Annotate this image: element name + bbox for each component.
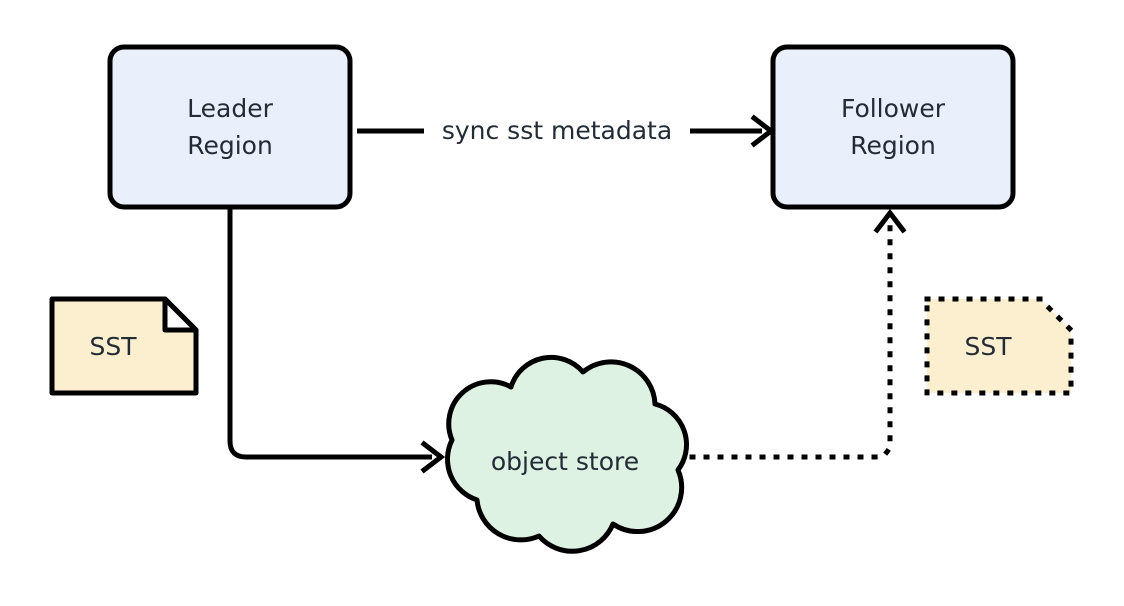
edge-sync-metadata: sync sst metadata <box>357 114 776 148</box>
sst-leader-note-body[interactable] <box>49 296 199 396</box>
edge-fetch-from-store-arrowhead <box>873 208 907 234</box>
follower-region-label-line2: Region <box>850 131 936 160</box>
node-object-store[interactable]: object store <box>445 354 689 554</box>
edge-upload-to-store-arrowhead <box>420 440 446 474</box>
follower-region-box[interactable] <box>770 44 1016 210</box>
edge-fetch-from-store <box>689 208 907 460</box>
node-sst-follower[interactable]: SST <box>924 296 1074 396</box>
sst-follower-note-body[interactable] <box>924 296 1074 396</box>
node-sst-leader[interactable]: SST <box>49 296 199 396</box>
node-follower-region[interactable]: Follower Region <box>770 44 1016 210</box>
follower-region-label-line1: Follower <box>841 94 946 123</box>
edge-upload-to-store <box>227 207 446 474</box>
leader-region-label-line1: Leader <box>187 94 273 123</box>
object-store-cloud-shape[interactable] <box>445 354 689 554</box>
edge-upload-to-store-line <box>227 207 432 460</box>
leader-region-label-line2: Region <box>187 131 273 160</box>
edge-fetch-from-store-line <box>689 219 893 460</box>
leader-region-box[interactable] <box>107 44 353 210</box>
sst-leader-note-fold-icon <box>162 296 199 333</box>
sst-follower-label: SST <box>964 332 1012 361</box>
node-leader-region[interactable]: Leader Region <box>107 44 353 210</box>
sst-leader-label: SST <box>89 332 137 361</box>
edge-sync-metadata-label: sync sst metadata <box>442 116 672 145</box>
object-store-label: object store <box>491 447 639 476</box>
